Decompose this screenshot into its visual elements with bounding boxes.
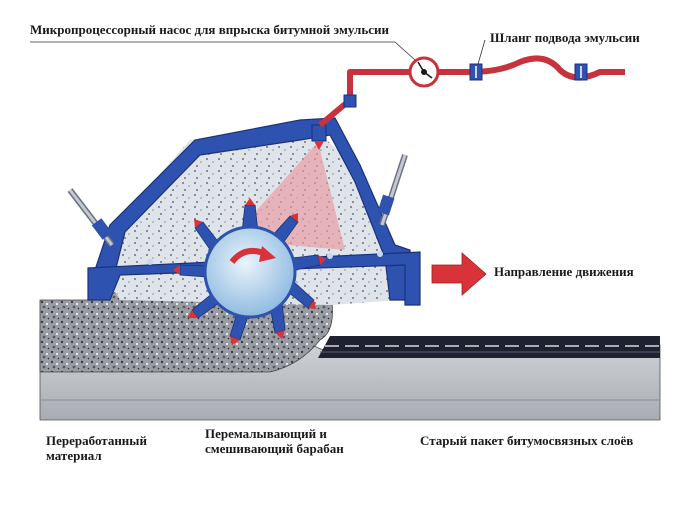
processed-material-label-line1: Переработанный [46,433,147,448]
left-hydraulic-cylinder [67,188,115,247]
emulsion-spray-cone [230,142,345,250]
microprocessor-pump [408,56,440,88]
drum-label-line1: Перемалывающий и [205,426,327,441]
housing-skirt [87,251,421,306]
hose-coupling-2 [574,63,588,81]
direction-arrow [431,252,487,296]
direction-label: Направление движения [494,264,634,279]
old-layers-label: Старый пакет битумосвязных слоёв [420,433,634,448]
right-hydraulic-cylinder [377,154,408,226]
hose-coupling-1 [469,63,483,81]
spray-nozzle [311,124,327,150]
drum-label-line2: смешивающий барабан [205,441,344,456]
drum-label: Перемалывающий и смешивающий барабан [205,426,344,456]
hose-leader-line [477,39,486,65]
emulsion-feed-pipe [318,69,412,128]
milling-drum [203,225,297,319]
emulsion-supply-hose [438,55,625,81]
pump-label: Микропроцессорный насос для впрыска биту… [30,22,389,37]
hose-label: Шланг подвода эмульсии [490,30,640,45]
machine-housing [94,117,411,301]
processed-material-label: Переработанный материал [46,433,147,463]
old-asphalt-layers [318,336,660,358]
processed-material-label-line2: материал [46,448,102,463]
